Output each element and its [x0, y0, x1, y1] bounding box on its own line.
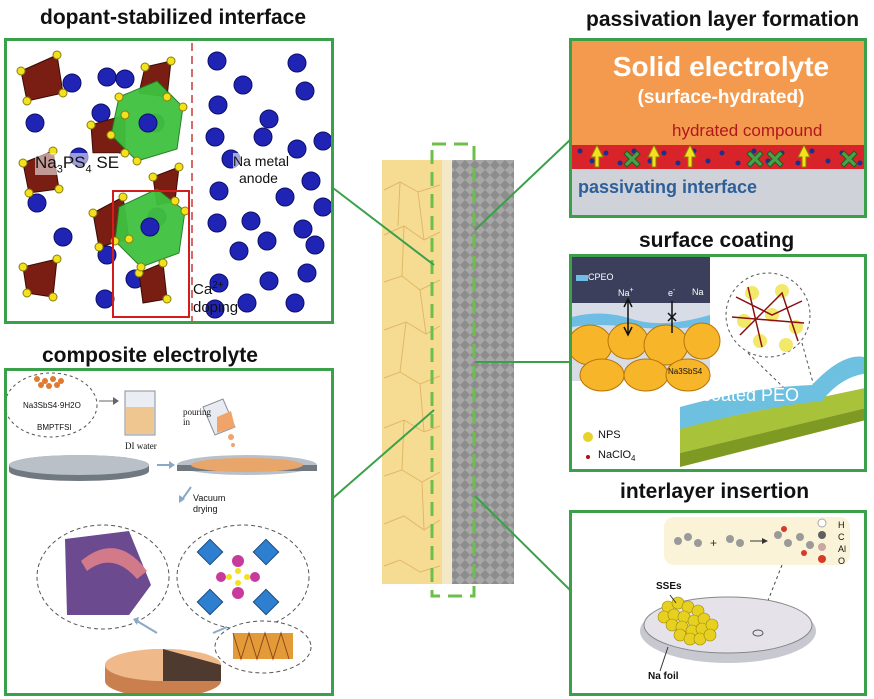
di-water-label: DI water	[125, 441, 157, 451]
metal-anode-layer	[452, 160, 514, 584]
bmptfsi-label: BMPTFSI	[37, 423, 72, 432]
na-plus-label: Na+	[618, 287, 634, 298]
crystal-structure	[16, 43, 331, 321]
anode-label: Na metal anode	[233, 153, 290, 187]
dopant-panel: Na3PS4 SE Na metal anode Ca2+ doping	[4, 38, 334, 324]
composite-diagram	[7, 372, 317, 693]
passivation-diagram	[572, 41, 864, 215]
na-label: Na	[692, 287, 704, 297]
doping-label: Ca2+ doping	[193, 280, 239, 316]
nps-label: NPS	[598, 429, 621, 441]
sses-label: SSEs	[656, 581, 682, 592]
electrolyte-sublabel: (surface-hydrated)	[637, 87, 805, 108]
coated-peo-label: coated PEO	[702, 385, 800, 405]
connector-dopant	[332, 187, 435, 266]
interlayer-title: interlayer insertion	[620, 480, 810, 503]
se-label: Na3PS4 SE	[35, 153, 120, 176]
dopant-title: dopant-stabilized interface	[40, 6, 307, 29]
reagent-label: Na3SbS4·9H2O	[23, 401, 81, 410]
atom-legend: H C Al O	[838, 520, 847, 566]
e-minus-label: e-	[668, 287, 676, 298]
passivation-title: passivation layer formation	[586, 8, 860, 31]
composite-title: composite electrolyte	[42, 344, 258, 367]
connector-interlayer	[474, 495, 571, 591]
doping-highlight-box	[112, 190, 190, 318]
connector-passivation	[474, 139, 571, 231]
naclo4-label: NaClO4	[598, 449, 636, 464]
interlayer-diagram: +	[640, 517, 850, 672]
zoom-dashed-box	[430, 142, 476, 598]
interface-layer	[442, 160, 452, 584]
na3sbs4-label: Na3SbS4	[668, 367, 703, 376]
coating-title: surface coating	[639, 229, 795, 252]
svg-text:+: +	[710, 536, 717, 550]
coating-panel: CPEO Na+ e- Na Na3SbS4 coated PEO NPS Na…	[569, 254, 867, 472]
coating-diagram	[572, 257, 864, 467]
interlayer-panel: + H C Al O SSEs Na foil	[569, 510, 867, 696]
connector-composite	[332, 409, 435, 499]
cpeo-label: CPEO	[588, 272, 614, 282]
interface-label: passivating interface	[578, 177, 758, 197]
hydrated-label: hydrated compound	[672, 121, 823, 140]
electrolyte-label: Solid electrolyte	[612, 51, 830, 82]
passivation-panel: Solid electrolyte (surface-hydrated) hyd…	[569, 38, 867, 218]
na-foil-label: Na foil	[648, 671, 679, 682]
